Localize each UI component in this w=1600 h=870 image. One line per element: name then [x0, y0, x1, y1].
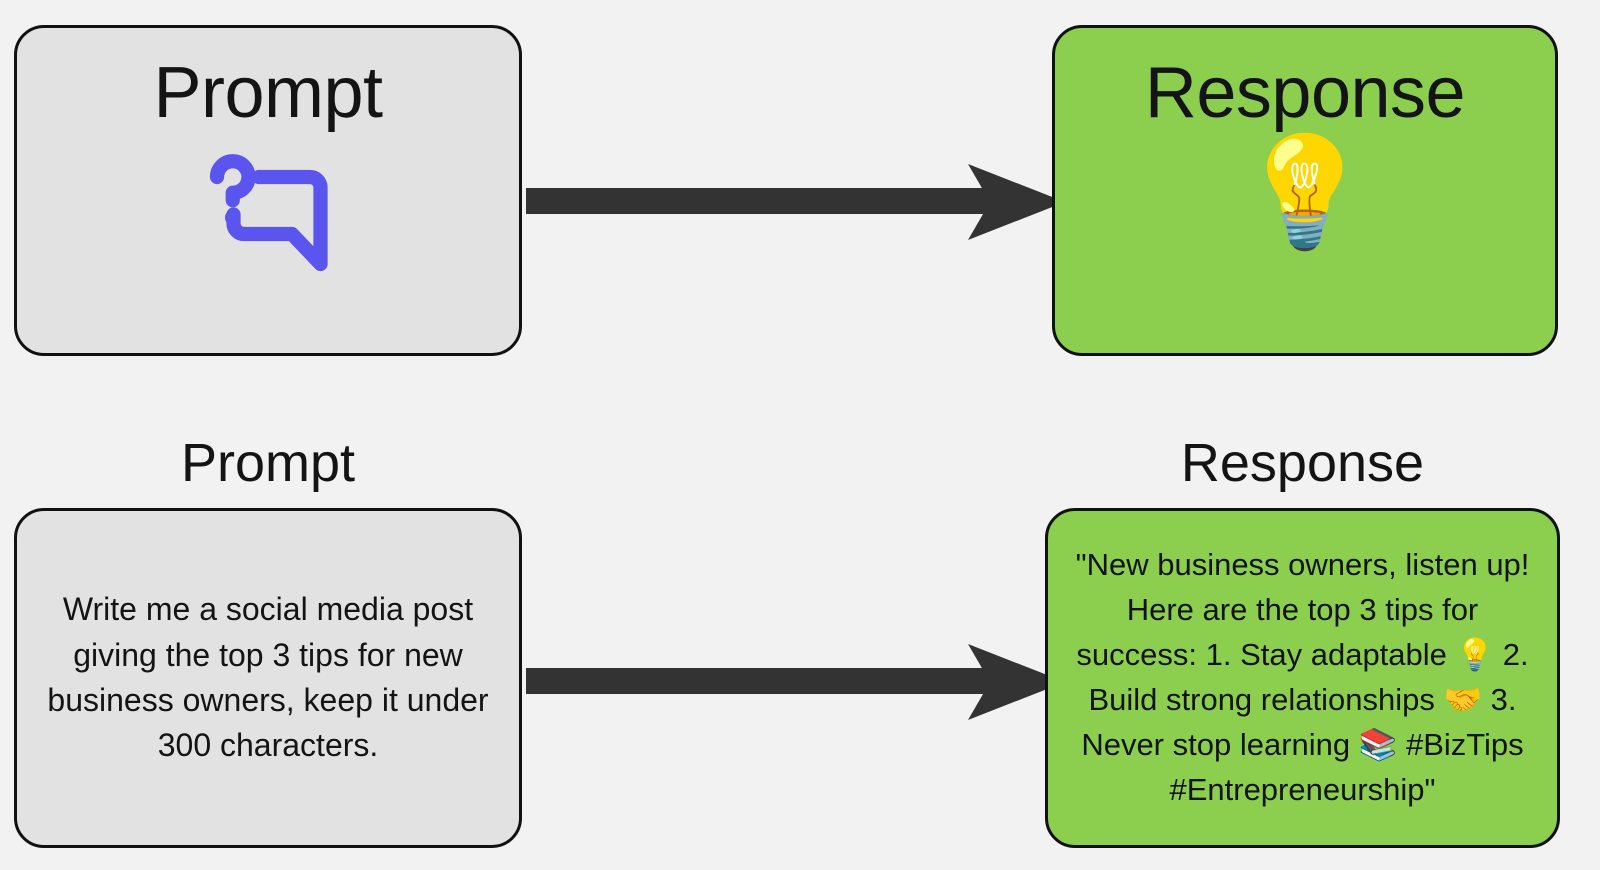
prompt-node-top[interactable]: Prompt [14, 25, 522, 356]
prompt-node-bottom[interactable]: Write me a social media post giving the … [14, 508, 522, 848]
response-body-text: "New business owners, listen up! Here ar… [1075, 547, 1530, 807]
response-caption-bottom: Response [1180, 433, 1425, 493]
question-speech-bubble-icon-slot [193, 138, 343, 288]
prompt-caption-bottom: Prompt [180, 433, 356, 493]
question-speech-bubble-icon [209, 153, 328, 271]
arrow-prompt-to-response-top [526, 164, 1065, 240]
response-node-top[interactable]: Response 💡 [1052, 25, 1558, 356]
arrow-prompt-to-response-bottom [526, 644, 1065, 720]
response-node-bottom[interactable]: "New business owners, listen up! Here ar… [1045, 508, 1560, 848]
prompt-title-top: Prompt [153, 53, 383, 133]
lightbulb-icon-slot: 💡 [1237, 130, 1373, 252]
response-title-top: Response [1144, 53, 1466, 133]
lightbulb-icon: 💡 [1237, 130, 1373, 252]
prompt-body-text: Write me a social media post giving the … [47, 591, 489, 764]
